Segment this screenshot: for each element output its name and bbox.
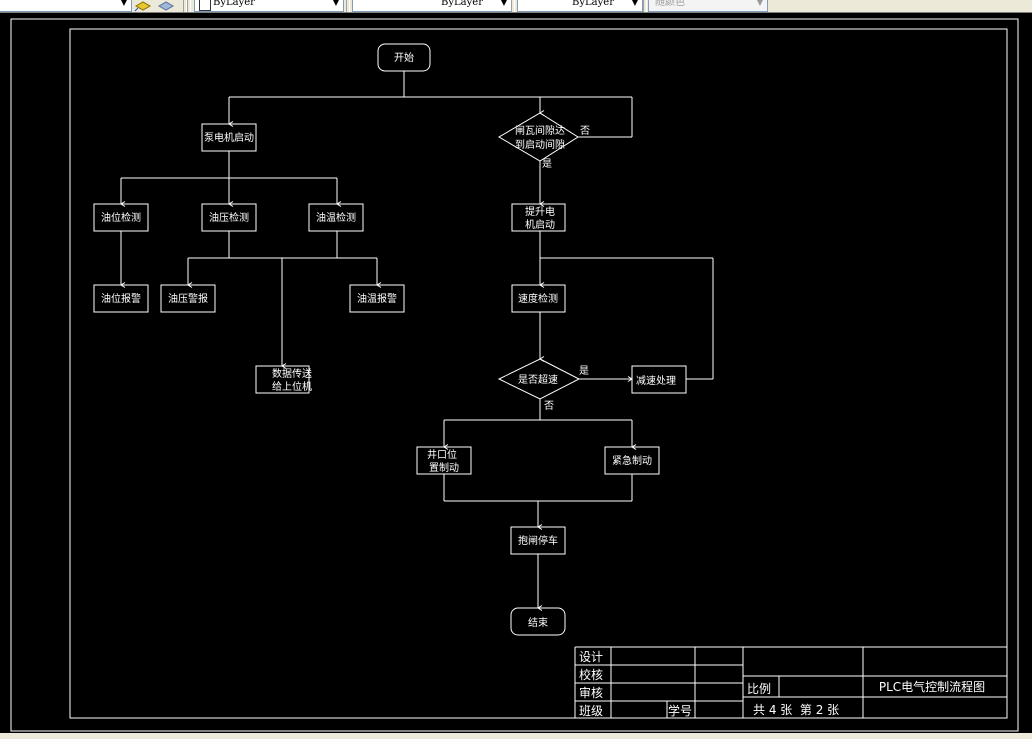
toolbar-separator bbox=[183, 0, 187, 12]
oil-level-alarm-box bbox=[93, 284, 149, 313]
layer-previous-icon[interactable] bbox=[157, 0, 175, 11]
data-transfer-label-line2: 给上位机 bbox=[272, 380, 312, 393]
layer-states-icon[interactable] bbox=[134, 0, 152, 12]
student-id-label: 学号 bbox=[668, 703, 692, 718]
hoist-motor-start-label-line1: 提升电 bbox=[525, 205, 555, 218]
speed-check-box bbox=[511, 284, 566, 313]
oil-pressure-check-label: 油压检测 bbox=[209, 211, 249, 224]
drawing-canvas[interactable]: 开始 泵电机启动 油位检测 油压检测 油温检测 油位报警 油压警报 油温报警 数… bbox=[0, 13, 1032, 733]
hoist-motor-start-label-line2: 机启动 bbox=[525, 218, 555, 231]
decelerate-label: 减速处理 bbox=[636, 375, 676, 387]
gap-decision-diamond bbox=[498, 112, 579, 162]
oil-level-check-label: 油位检测 bbox=[101, 211, 141, 224]
oil-temp-check-box bbox=[308, 203, 364, 232]
start-label: 开始 bbox=[394, 51, 414, 64]
sheet-count-label: 共 4 张 第 2 张 bbox=[753, 703, 839, 717]
color-dropdown[interactable]: ▼ bbox=[0, 0, 132, 12]
linetype-dropdown-value: ByLayer bbox=[441, 0, 483, 8]
status-bar bbox=[0, 733, 1032, 739]
overspeed-yes-label: 是 bbox=[579, 365, 589, 377]
drawing-title: PLC电气控制流程图 bbox=[879, 679, 985, 694]
gap-yes-label: 是 bbox=[542, 158, 552, 170]
chevron-down-icon: ▼ bbox=[120, 0, 127, 7]
plotstyle-dropdown-value: 随颜色 bbox=[655, 0, 685, 8]
gap-no-label: 否 bbox=[580, 125, 590, 137]
lineweight-dropdown[interactable]: ByLayer ▼ bbox=[517, 0, 643, 12]
class-label: 班级 bbox=[579, 704, 603, 718]
decelerate-box bbox=[631, 365, 687, 394]
plotstyle-dropdown[interactable]: 随颜色 ▼ bbox=[648, 0, 768, 12]
pump-motor-start-label: 泵电机启动 bbox=[204, 131, 254, 144]
data-transfer-box bbox=[255, 365, 310, 394]
oil-pressure-alarm-box bbox=[160, 284, 216, 313]
emergency-brake-label: 紧急制动 bbox=[612, 454, 652, 467]
oil-temp-alarm-box bbox=[349, 284, 405, 313]
inner-drawing-border bbox=[69, 28, 1008, 719]
gap-decision-label-line1: 闸瓦间隙达 bbox=[515, 124, 565, 137]
end-terminal bbox=[510, 607, 566, 636]
oil-temp-check-label: 油温检测 bbox=[316, 211, 356, 224]
scale-label: 比例 bbox=[747, 682, 771, 696]
design-label: 设计 bbox=[579, 650, 603, 664]
layer-dropdown-value: ByLayer bbox=[213, 0, 255, 8]
linetype-dropdown[interactable]: ByLayer ▼ bbox=[352, 0, 512, 12]
outer-drawing-border bbox=[10, 18, 1019, 732]
overspeed-decision-label: 是否超速 bbox=[518, 373, 558, 386]
data-transfer-label-line1: 数据传送 bbox=[272, 367, 312, 380]
shaft-brake-label-line1: 井口位 bbox=[427, 448, 457, 461]
gap-decision-label-line2: 到启动间隙 bbox=[515, 138, 565, 151]
chevron-down-icon: ▼ bbox=[631, 0, 638, 7]
overspeed-no-label: 否 bbox=[544, 400, 554, 412]
chevron-down-icon: ▼ bbox=[500, 0, 507, 7]
toolbar-separator bbox=[643, 0, 647, 12]
toolbar-separator bbox=[346, 0, 350, 12]
hoist-motor-start-box bbox=[511, 203, 566, 232]
oil-level-alarm-label: 油位报警 bbox=[101, 292, 141, 305]
lineweight-dropdown-value: ByLayer bbox=[572, 0, 614, 8]
brake-stop-label: 抱闸停车 bbox=[518, 534, 558, 547]
chevron-down-icon: ▼ bbox=[756, 0, 763, 7]
color-swatch-icon bbox=[199, 0, 211, 11]
oil-temp-alarm-label: 油温报警 bbox=[357, 292, 397, 305]
layer-dropdown[interactable]: ByLayer ▼ bbox=[194, 0, 344, 12]
toolbar-separator bbox=[511, 0, 515, 12]
title-block bbox=[574, 646, 1008, 718]
speed-check-label: 速度检测 bbox=[518, 292, 558, 305]
properties-toolbar: ▼ ByLayer ▼ ByLayer ▼ ByLayer ▼ 随颜色 ▼ bbox=[0, 0, 1032, 13]
toolbar-separator bbox=[187, 0, 191, 12]
end-label: 结束 bbox=[528, 616, 548, 629]
shaft-brake-label-line2: 置制动 bbox=[429, 461, 459, 474]
review-label: 审核 bbox=[579, 685, 603, 700]
check-label: 校核 bbox=[579, 667, 603, 682]
chevron-down-icon: ▼ bbox=[332, 0, 339, 7]
oil-pressure-alarm-label: 油压警报 bbox=[168, 292, 208, 305]
